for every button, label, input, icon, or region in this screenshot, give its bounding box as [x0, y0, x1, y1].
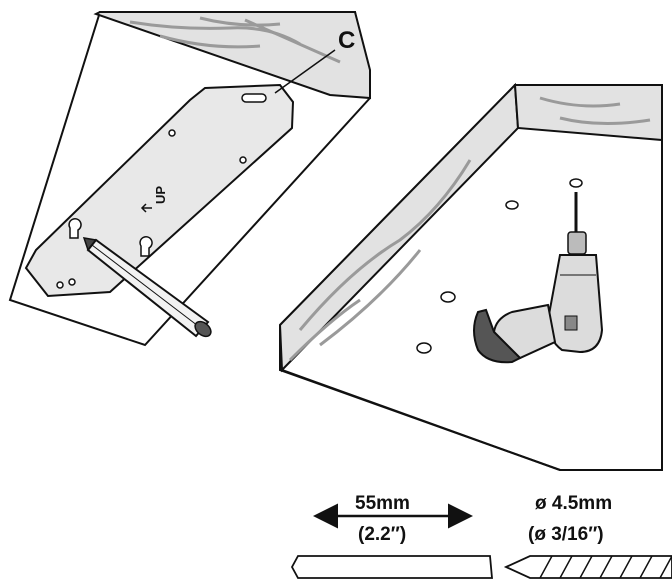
- drill-bit-spec: ø 4.5mm (ø 3/16″): [503, 493, 672, 579]
- callout-leader: [274, 49, 336, 94]
- plate-up-arrow: [140, 203, 152, 213]
- pencil: [82, 237, 212, 338]
- drill-hole: [505, 200, 519, 210]
- plate-hole: [68, 278, 76, 286]
- callout-letter: C: [338, 27, 355, 54]
- plate-hole: [239, 156, 247, 164]
- wood-grain: [129, 16, 341, 64]
- length-imperial: (2.2″): [358, 524, 406, 545]
- drill-bit-metric: ø 4.5mm: [535, 493, 612, 514]
- wood-grain-right: [288, 96, 651, 362]
- drill-bit: [503, 555, 672, 579]
- keyhole: [139, 236, 153, 257]
- svg-text:UP: UP: [153, 186, 168, 204]
- plate-hole: [168, 129, 176, 137]
- left-panel: UP C: [8, 11, 372, 347]
- drill-bit-imperial: (ø 3/16″): [528, 524, 604, 545]
- right-panel: [278, 82, 663, 471]
- length-spec: 55mm (2.2″): [290, 493, 493, 579]
- right-board-top-edge: [513, 84, 663, 142]
- screw-length-outline: [290, 555, 493, 579]
- power-drill: [473, 192, 604, 364]
- plate-up-marking: UP: [153, 186, 168, 204]
- plate-slot: [241, 93, 267, 103]
- drill-hole: [569, 178, 583, 188]
- keyhole: [68, 218, 82, 239]
- length-metric: 55mm: [355, 493, 410, 514]
- drill-hole: [440, 291, 456, 303]
- drill-hole: [416, 342, 432, 354]
- left-board-edge: [93, 11, 371, 100]
- plate-hole: [56, 281, 64, 289]
